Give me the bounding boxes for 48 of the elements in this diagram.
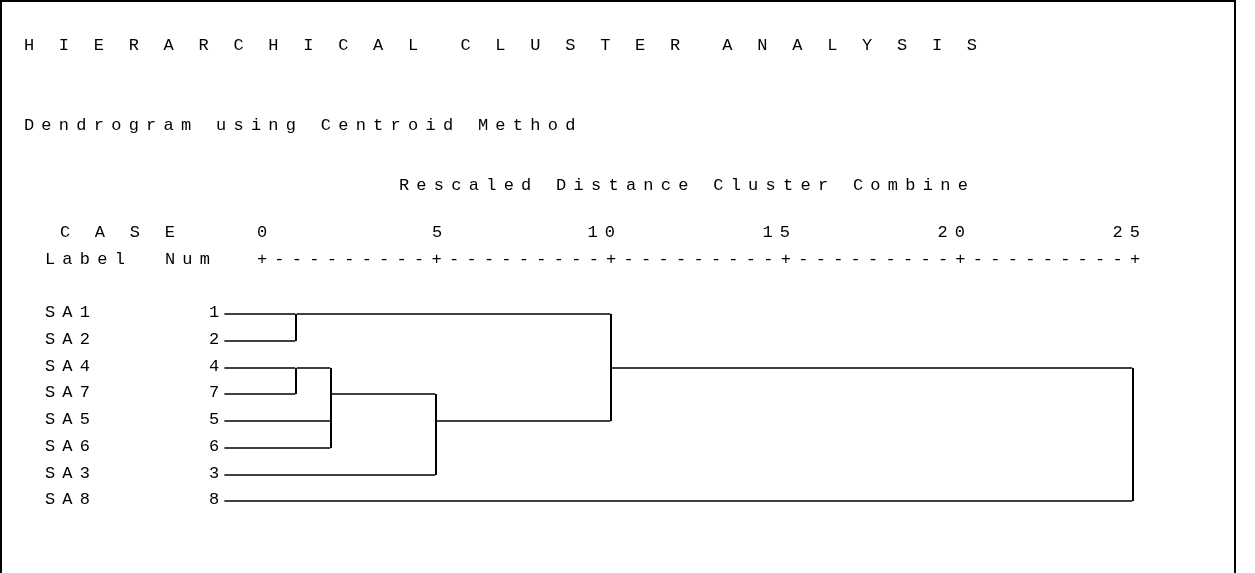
dendrogram-junction-line [435, 394, 437, 475]
dendrogram-link [223, 474, 436, 476]
case-number: 6 [208, 438, 227, 456]
dendrogram-link [223, 340, 296, 342]
tick-label: 20 [937, 224, 973, 242]
tick-label: 5 [431, 224, 450, 242]
dendrogram-junction-line [295, 368, 297, 394]
dendrogram-link [223, 447, 331, 449]
tick-label: 0 [256, 224, 275, 242]
case-number: 1 [208, 304, 227, 322]
subtitle: Dendrogram using Centroid Method [23, 117, 583, 135]
column-header: Label [44, 251, 133, 269]
dendrogram-link [296, 367, 331, 369]
axis-scale: +---------+---------+---------+---------+---------+ [256, 251, 1148, 269]
dendrogram-link [611, 367, 1133, 369]
case-label: SA6 [44, 438, 98, 456]
case-label: SA3 [44, 465, 98, 483]
case-label: SA5 [44, 411, 98, 429]
dendrogram-junction-line [1132, 368, 1134, 501]
dendrogram-junction-line [295, 314, 297, 341]
case-number: 2 [208, 331, 227, 349]
tick-label: 25 [1112, 224, 1148, 242]
case-number: 5 [208, 411, 227, 429]
tick-label: 15 [762, 224, 798, 242]
dendrogram-junction-line [610, 314, 612, 421]
dendrogram-junction-line [330, 368, 332, 448]
case-label: SA7 [44, 384, 98, 402]
case-label: SA2 [44, 331, 98, 349]
dendrogram-link [331, 393, 436, 395]
tick-label: 10 [587, 224, 623, 242]
dendrogram-link [296, 313, 611, 315]
case-number: 4 [208, 358, 227, 376]
dendrogram-link [436, 420, 611, 422]
column-header: C A S E [59, 224, 183, 242]
case-number: 7 [208, 384, 227, 402]
case-label: SA1 [44, 304, 98, 322]
dendrogram-link [223, 367, 296, 369]
case-label: SA4 [44, 358, 98, 376]
column-header: Num [164, 251, 218, 269]
dendrogram-link [223, 313, 296, 315]
case-label: SA8 [44, 491, 98, 509]
dendrogram-link [223, 420, 331, 422]
dendrogram-link [223, 393, 296, 395]
axis-title: Rescaled Distance Cluster Combine [398, 177, 976, 195]
case-number: 3 [208, 465, 227, 483]
dendrogram-link [223, 500, 1133, 502]
title: H I E R A R C H I C A L C L U S T E R A N A L Y S I S [23, 37, 985, 55]
case-number: 8 [208, 491, 227, 509]
